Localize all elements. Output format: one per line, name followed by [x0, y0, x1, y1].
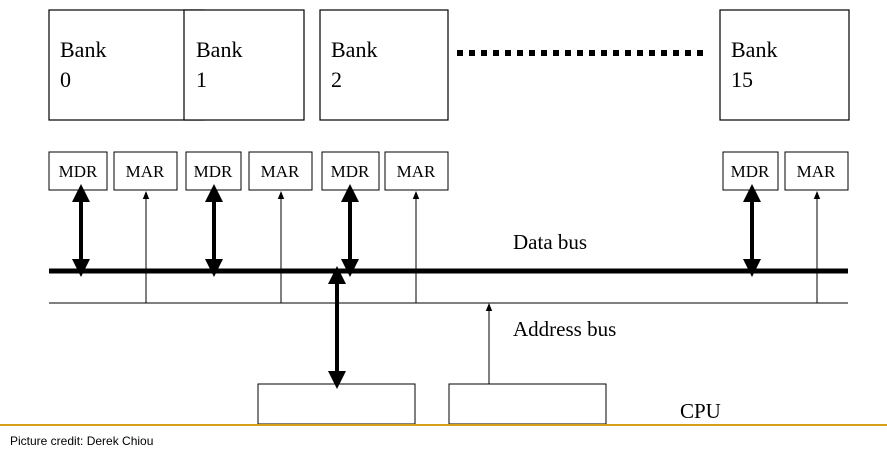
cpu-address-box	[448, 383, 607, 425]
mar-register-0: MAR	[113, 151, 178, 191]
mar-address-arrows	[142, 191, 821, 303]
mar-label: MAR	[797, 162, 836, 181]
mdr-data-arrows	[72, 184, 761, 277]
mdr-register-2: MDR	[321, 151, 380, 191]
mar-label: MAR	[397, 162, 436, 181]
mar-label: MAR	[126, 162, 165, 181]
cpu-data-box	[257, 383, 416, 425]
mar-register-2: MAR	[384, 151, 449, 191]
mdr-label: MDR	[194, 162, 233, 181]
bank-0-number: 0	[60, 67, 71, 92]
mdr-label: MDR	[731, 162, 770, 181]
bank-2-label: Bank	[331, 37, 377, 62]
bank-0-label: Bank	[60, 37, 106, 62]
mar-register-1: MAR	[248, 151, 313, 191]
bank-1: Bank 1	[183, 9, 305, 121]
address-bus-label: Address bus	[513, 317, 616, 341]
bank-2: Bank 2	[319, 9, 449, 121]
bank-15: Bank 15	[719, 9, 850, 121]
mdr-label: MDR	[59, 162, 98, 181]
data-bus-label: Data bus	[513, 230, 587, 254]
bank-1-label: Bank	[196, 37, 242, 62]
mar-register-15: MAR	[784, 151, 849, 191]
bank-15-number: 15	[731, 67, 753, 92]
picture-credit: Picture credit: Derek Chiou	[10, 434, 154, 448]
cpu-label: CPU	[680, 399, 721, 423]
mdr-register-15: MDR	[722, 151, 779, 191]
bank-2-number: 2	[331, 67, 342, 92]
bank-0: Bank 0	[48, 9, 205, 121]
mdr-register-1: MDR	[185, 151, 242, 191]
mar-label: MAR	[261, 162, 300, 181]
bank-1-number: 1	[196, 67, 207, 92]
bank-15-label: Bank	[731, 37, 777, 62]
mdr-label: MDR	[331, 162, 370, 181]
mdr-register-0: MDR	[48, 151, 108, 191]
